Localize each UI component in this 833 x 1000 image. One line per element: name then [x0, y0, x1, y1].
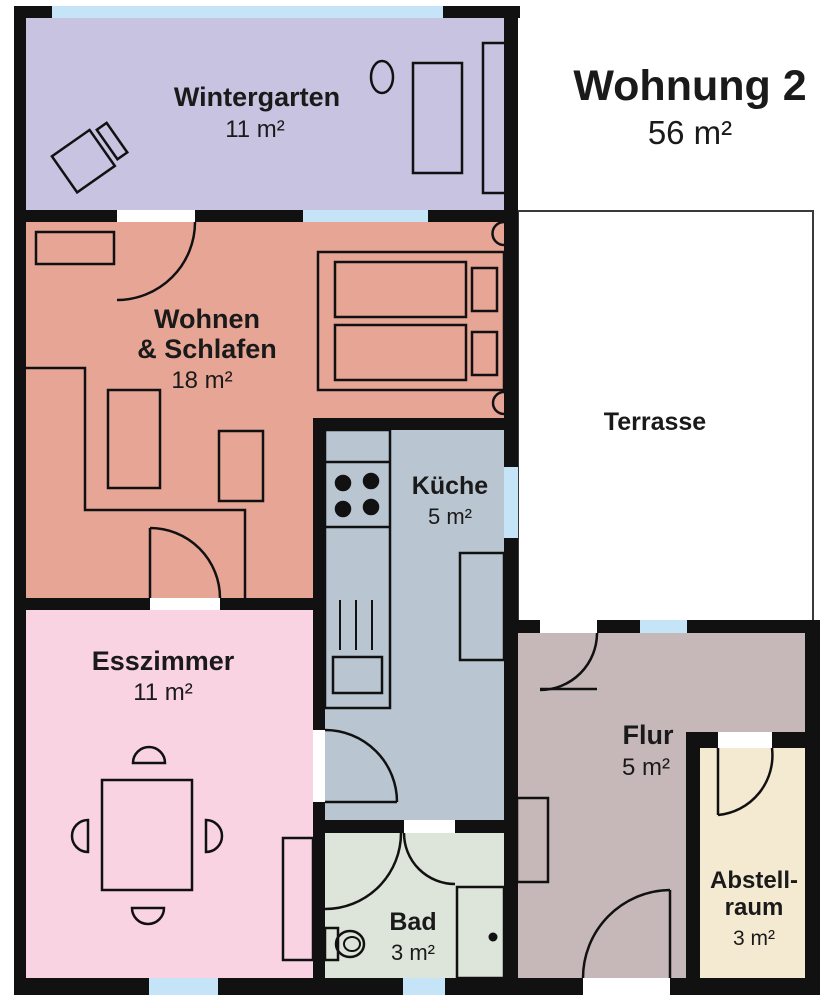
- dining-chairs: [70, 745, 224, 926]
- window-wintergarten-wohnen: [303, 210, 428, 222]
- area-abstellraum: 3 m²: [733, 927, 775, 950]
- furniture: [26, 41, 550, 980]
- area-esszimmer: 11 m²: [133, 679, 193, 706]
- wintergarten-plant: [369, 59, 395, 95]
- label-terrasse: Terrasse: [604, 408, 706, 436]
- esszimmer-sideboard: [281, 836, 315, 962]
- label-abstellraum-1: Abstell-: [710, 867, 798, 894]
- area-wohnen: 18 m²: [171, 367, 232, 394]
- wall-arc-upper: [491, 220, 505, 247]
- door-entrance: [581, 888, 672, 979]
- windows: [52, 6, 687, 995]
- title-area: 56 m²: [648, 114, 732, 151]
- toilet: [323, 926, 366, 962]
- door-abstellraum: [716, 747, 774, 817]
- door-flur-terrasse: [539, 632, 599, 692]
- kitchen-counter: [323, 428, 392, 710]
- door-bad: [324, 832, 456, 911]
- area-wintergarten: 11 m²: [225, 116, 285, 143]
- wohnen-armchair: [106, 388, 162, 490]
- wohnen-shelf: [34, 230, 116, 266]
- door-openings: [117, 210, 772, 995]
- window-esszimmer-bottom: [149, 978, 218, 995]
- title: Wohnung 2: [573, 62, 806, 110]
- label-abstellraum-2: raum: [725, 894, 784, 921]
- label-wohnen-1: Wohnen: [154, 304, 260, 334]
- wintergarten-bench: [481, 41, 510, 195]
- room-kueche: [325, 430, 504, 820]
- kueche-fridge: [458, 551, 506, 662]
- room-wintergarten: [26, 18, 508, 210]
- labels: Wohnung 2 56 m² Wintergarten 11 m² Wohne…: [92, 62, 807, 965]
- window-kueche-terrasse: [504, 467, 518, 538]
- room-esszimmer: [26, 610, 313, 978]
- area-bad: 3 m²: [391, 940, 435, 965]
- room-terrasse: [517, 210, 814, 623]
- bed: [316, 250, 506, 392]
- wall-arc-lower: [491, 390, 505, 416]
- door-wohnen-esszimmer: [148, 526, 222, 599]
- door-wintergarten-wohnen: [116, 221, 197, 302]
- dining-table: [100, 778, 194, 892]
- room-bad: [325, 833, 505, 978]
- label-wohnen-2: & Schlafen: [137, 334, 277, 364]
- shower: [455, 885, 506, 980]
- area-flur: 5 m²: [622, 754, 670, 781]
- door-esszimmer-kueche: [324, 728, 399, 804]
- flur-wardrobe: [515, 796, 550, 884]
- label-wintergarten: Wintergarten: [174, 82, 340, 112]
- label-flur: Flur: [623, 720, 674, 750]
- wintergarten-chair: [50, 121, 130, 195]
- walls: [14, 6, 820, 995]
- window-wintergarten-top: [52, 6, 443, 18]
- wohnen-sofa: [26, 366, 247, 598]
- wintergarten-table: [411, 61, 464, 175]
- label-esszimmer: Esszimmer: [92, 646, 235, 676]
- area-kueche: 5 m²: [428, 504, 472, 529]
- label-kueche: Küche: [412, 472, 489, 500]
- wohnen-table: [217, 429, 265, 503]
- label-bad: Bad: [389, 908, 436, 936]
- door-swings: [116, 220, 774, 979]
- window-bad-bottom: [403, 978, 445, 995]
- window-flur-top: [640, 620, 687, 633]
